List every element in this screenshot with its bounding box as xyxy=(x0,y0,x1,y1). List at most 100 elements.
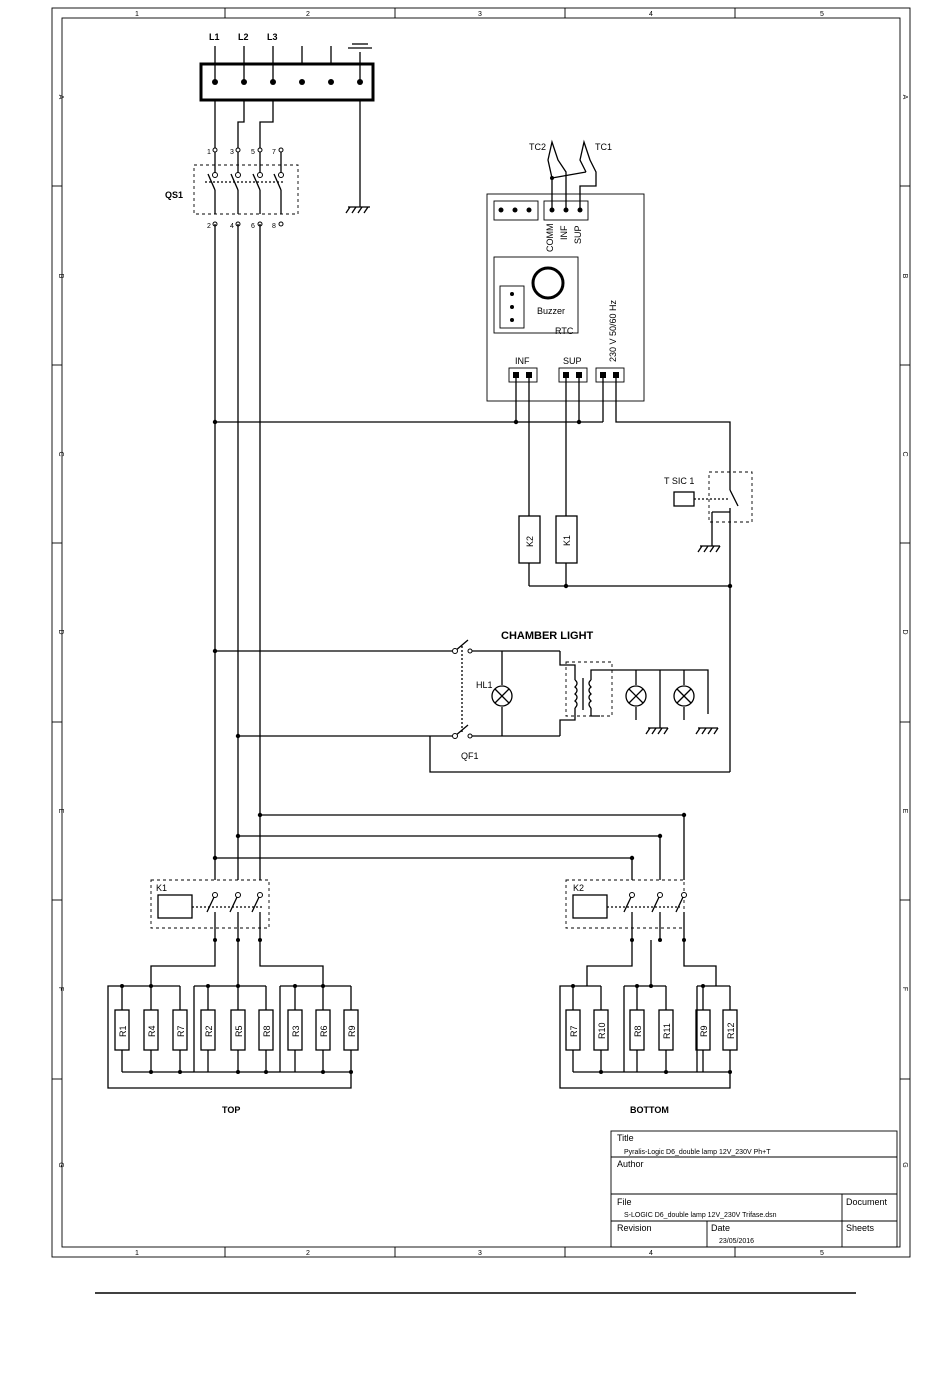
row-label-right: B xyxy=(901,274,908,279)
row-label-left: B xyxy=(57,274,64,279)
heater-r1 xyxy=(114,1009,130,1051)
k2-coil: K2 xyxy=(518,515,541,564)
col-label-bottom: 5 xyxy=(820,1250,824,1257)
qs1-pin: 4 xyxy=(230,223,234,230)
k1-coil-label: K1 xyxy=(562,535,572,546)
heater-label: R8 xyxy=(633,1025,643,1037)
chamber-light-circuit: CHAMBER LIGHT HL1 QF1 xyxy=(212,630,719,761)
heater-r3 xyxy=(287,1009,303,1051)
qs1-pin: 6 xyxy=(251,223,255,230)
qs1-pin: 7 xyxy=(272,149,276,156)
col-label-bottom: 2 xyxy=(306,1250,310,1257)
heater-label: R4 xyxy=(147,1025,157,1037)
l1-label: L1 xyxy=(209,32,220,42)
k1-coil: K1 xyxy=(555,515,578,564)
col-label-top: 4 xyxy=(649,11,653,18)
qs1-label: QS1 xyxy=(165,190,183,200)
chamber-light-title: CHAMBER LIGHT xyxy=(501,630,594,642)
tsic1-safety-thermostat: T SIC 1 xyxy=(664,471,753,553)
heater-label: R5 xyxy=(234,1025,244,1037)
k1-contactor-label: K1 xyxy=(156,883,167,893)
rtc-label: RTC xyxy=(555,326,574,336)
row-label-left: A xyxy=(57,95,64,100)
col-label-top: 1 xyxy=(135,11,139,18)
heater-label: R6 xyxy=(319,1025,329,1037)
col-label-bottom: 1 xyxy=(135,1250,139,1257)
sheets-label: Sheets xyxy=(846,1223,875,1233)
heater-label: R12 xyxy=(726,1022,736,1039)
heater-r4 xyxy=(143,1009,159,1051)
hl1-lamp xyxy=(491,685,513,707)
qs1-pin: 1 xyxy=(207,149,211,156)
tc1-label: TC1 xyxy=(595,142,612,152)
control-wiring xyxy=(215,378,731,773)
l2-label: L2 xyxy=(238,32,249,42)
row-label-left: D xyxy=(57,629,64,634)
heater-r5 xyxy=(230,1009,246,1051)
revision-label: Revision xyxy=(617,1223,652,1233)
k2-contactor-label: K2 xyxy=(573,883,584,893)
col-label-top: 2 xyxy=(306,11,310,18)
tsic-label: T SIC 1 xyxy=(664,476,694,486)
document-label: Document xyxy=(846,1197,888,1207)
l3-label: L3 xyxy=(267,32,278,42)
supply-terminal-block: L1 L2 L3 xyxy=(199,32,375,102)
k2-contactor: K2 xyxy=(565,879,687,940)
comm-label: COMM xyxy=(545,224,555,253)
top-heater-bank: R1 R4 R7 R2 R5 R8 R3 R6 R9 TOP xyxy=(107,938,359,1115)
heater-r7 xyxy=(172,1009,188,1051)
qs1-main-switch: QS1 1 3 5 7 2 4 6 8 xyxy=(165,100,370,230)
heater-r9 xyxy=(343,1009,359,1051)
title-label: Title xyxy=(617,1133,634,1143)
heater-label: R1 xyxy=(118,1025,128,1037)
inf-vertical-label: INF xyxy=(559,225,569,240)
date-value: 23/05/2016 xyxy=(719,1238,754,1245)
col-label-top: 3 xyxy=(478,11,482,18)
sup-vertical-label: SUP xyxy=(573,225,583,244)
main-bus xyxy=(214,224,261,880)
bottom-heater-bank: R7 R10 R8 R11 R9 R12 BOTTOM xyxy=(559,938,738,1115)
contactor-feeders xyxy=(215,814,685,880)
heater-label: R9 xyxy=(699,1025,709,1037)
hl1-label: HL1 xyxy=(476,680,493,690)
feeder-junctions xyxy=(212,812,687,861)
title-block: Title Pyralis-Logic D6_double lamp 12V_2… xyxy=(610,1130,898,1248)
heater-r2 xyxy=(200,1009,216,1051)
qf1-label: QF1 xyxy=(461,751,479,761)
heater-r12 xyxy=(722,1009,738,1051)
row-label-left: E xyxy=(57,809,64,814)
heater-label: R8 xyxy=(262,1025,272,1037)
heater-label: R10 xyxy=(597,1022,607,1039)
author-label: Author xyxy=(617,1159,644,1169)
heater-r11 xyxy=(658,1009,674,1051)
control-junctions xyxy=(212,419,733,589)
row-label-right: A xyxy=(901,95,908,100)
row-label-left: G xyxy=(57,1162,64,1167)
qs1-pin: 2 xyxy=(207,223,211,230)
heater-r8-bottom xyxy=(629,1009,645,1051)
date-label: Date xyxy=(711,1223,730,1233)
col-label-top: 5 xyxy=(820,11,824,18)
heater-label: R7 xyxy=(569,1025,579,1037)
col-label-bottom: 4 xyxy=(649,1250,653,1257)
row-label-left: C xyxy=(57,451,64,456)
qs1-pin: 5 xyxy=(251,149,255,156)
controller-unit: COMM INF SUP TC2 TC1 Buzzer RTC 230 V 50… xyxy=(486,139,645,402)
row-label-right: E xyxy=(901,809,908,814)
heater-label: R2 xyxy=(204,1025,214,1037)
heater-r9-bottom xyxy=(695,1009,711,1051)
file-label: File xyxy=(617,1197,632,1207)
row-label-right: F xyxy=(901,987,908,991)
lamp-12v-2 xyxy=(673,685,695,707)
col-label-bottom: 3 xyxy=(478,1250,482,1257)
sup-label: SUP xyxy=(563,356,582,366)
row-label-right: G xyxy=(901,1162,908,1167)
k2-coil-label: K2 xyxy=(525,536,535,547)
k1-contactor: K1 xyxy=(150,879,270,940)
qs1-pin: 3 xyxy=(230,149,234,156)
heater-label: R7 xyxy=(176,1025,186,1037)
file-value: S-LOGIC D6_double lamp 12V_230V Trifase.… xyxy=(624,1212,777,1219)
heater-label: R11 xyxy=(662,1023,672,1039)
heater-label: R9 xyxy=(347,1025,357,1037)
